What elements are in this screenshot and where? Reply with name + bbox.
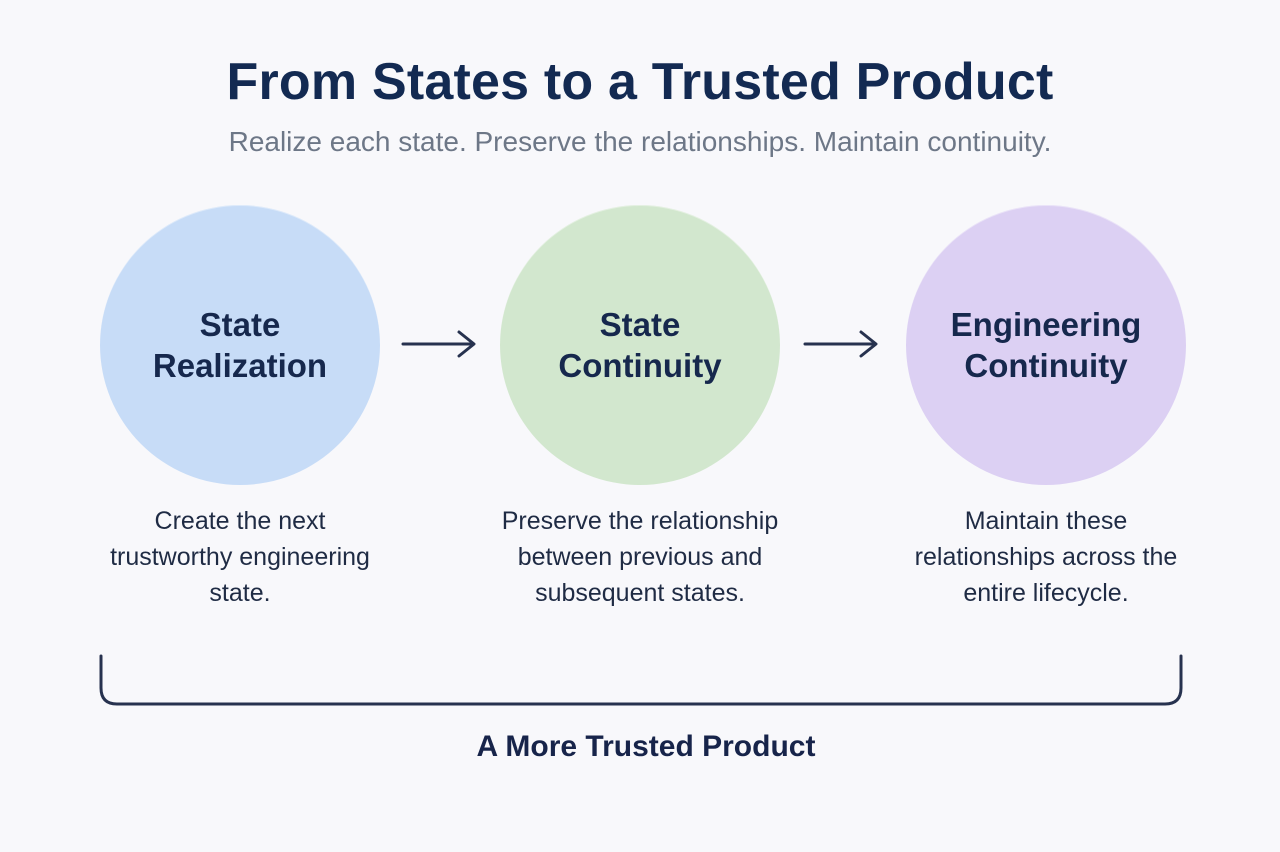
- right-arrow-icon: [401, 330, 476, 358]
- stage-circle: State Realization: [100, 205, 380, 485]
- stage-state-continuity: State Continuity Preserve the relationsh…: [490, 0, 790, 852]
- bracket-icon: [99, 654, 1183, 706]
- stage-circle: State Continuity: [500, 205, 780, 485]
- page-title: From States to a Trusted Product: [226, 53, 1054, 111]
- right-arrow-icon: [803, 330, 878, 358]
- stage-label: State Continuity: [558, 306, 722, 384]
- stage-description: Preserve the relationship between previo…: [501, 507, 779, 607]
- stage-circle: Engineering Continuity: [906, 205, 1186, 485]
- stage-description: Create the next trustworthy engineering …: [110, 507, 370, 607]
- outcome-label: A More Trusted Product: [476, 730, 816, 763]
- stage-label: Engineering Continuity: [950, 306, 1142, 384]
- page-subtitle: Realize each state. Preserve the relatio…: [228, 126, 1052, 157]
- stage-description: Maintain these relationships across the …: [914, 507, 1178, 607]
- stage-label: State Realization: [152, 306, 328, 384]
- stage-state-realization: State Realization Create the next trustw…: [90, 0, 390, 852]
- stage-engineering-continuity: Engineering Continuity Maintain these re…: [896, 0, 1196, 852]
